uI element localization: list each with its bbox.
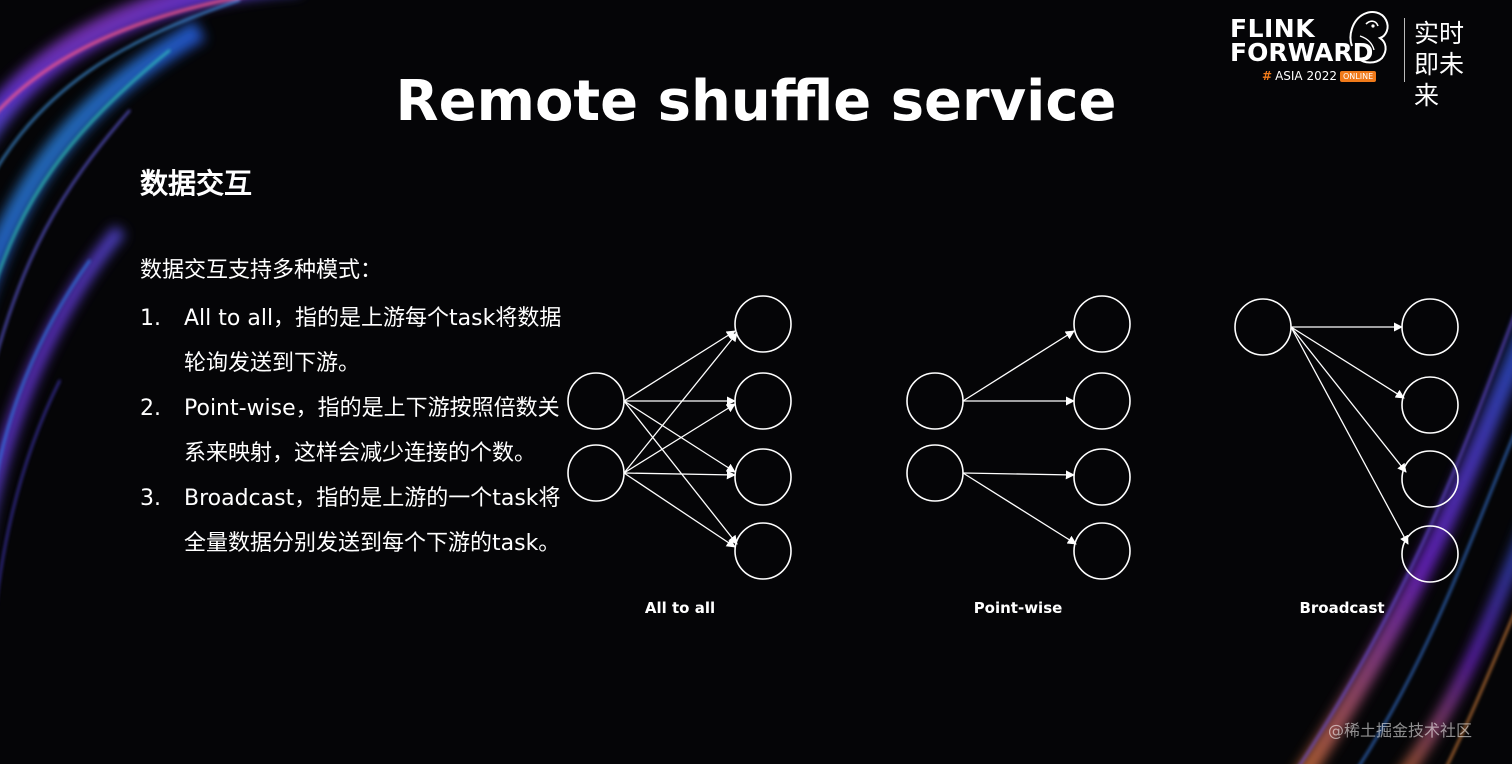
upstream-node bbox=[567, 372, 625, 430]
downstream-node bbox=[1073, 295, 1131, 353]
logo-slogan: 实时即未来 bbox=[1414, 19, 1465, 110]
logo-edition-text: ASIA 2022 bbox=[1275, 69, 1337, 83]
logo-line-forward: FORWARD bbox=[1230, 38, 1374, 67]
upstream-node bbox=[906, 372, 964, 430]
squirrel-icon bbox=[1349, 11, 1389, 64]
list-item-text: All to all，指的是上游每个task将数据轮询发送到下游。 bbox=[184, 306, 562, 376]
downstream-node bbox=[1401, 298, 1459, 356]
mode-list: 1. All to all，指的是上游每个task将数据轮询发送到下游。 2. … bbox=[140, 296, 570, 566]
downstream-node bbox=[734, 295, 792, 353]
upstream-node bbox=[567, 444, 625, 502]
watermark: @稀土掘金技术社区 bbox=[1328, 721, 1473, 740]
list-item-number: 2. bbox=[140, 396, 161, 421]
downstream-node bbox=[1073, 522, 1131, 580]
logo-hash: # bbox=[1262, 69, 1273, 83]
list-item-number: 1. bbox=[140, 306, 161, 331]
list-item-text: Broadcast，指的是上游的一个task将全量数据分别发送到每个下游的tas… bbox=[184, 486, 561, 556]
downstream-node bbox=[1401, 450, 1459, 508]
downstream-node bbox=[1401, 525, 1459, 583]
logo-online-badge: ONLINE bbox=[1340, 71, 1377, 82]
downstream-node bbox=[1401, 376, 1459, 434]
broadcast-label: Broadcast bbox=[1299, 599, 1384, 617]
downstream-node bbox=[734, 372, 792, 430]
downstream-node bbox=[734, 448, 792, 506]
broadcast-diagram: Broadcast bbox=[1234, 298, 1459, 617]
downstream-node bbox=[734, 522, 792, 580]
downstream-node bbox=[1073, 448, 1131, 506]
list-item-text: Point-wise，指的是上下游按照倍数关系来映射，这样会减少连接的个数。 bbox=[184, 396, 560, 466]
section-heading: 数据交互 bbox=[140, 167, 253, 200]
logo-line-flink: FLINK bbox=[1230, 14, 1316, 43]
upstream-node bbox=[906, 444, 964, 502]
all-to-all-label: All to all bbox=[645, 599, 715, 617]
point-wise-diagram: Point-wise bbox=[906, 295, 1131, 617]
page-title: Remote shuffle service bbox=[395, 69, 1117, 134]
list-item-number: 3. bbox=[140, 486, 161, 511]
logo-divider bbox=[1404, 18, 1405, 82]
intro-text: 数据交互支持多种模式： bbox=[140, 258, 383, 283]
downstream-node bbox=[1073, 372, 1131, 430]
point-wise-label: Point-wise bbox=[974, 599, 1063, 617]
list-item: 3. Broadcast，指的是上游的一个task将全量数据分别发送到每个下游的… bbox=[140, 476, 570, 566]
upstream-node bbox=[1234, 298, 1292, 356]
list-item: 2. Point-wise，指的是上下游按照倍数关系来映射，这样会减少连接的个数… bbox=[140, 386, 570, 476]
list-item: 1. All to all，指的是上游每个task将数据轮询发送到下游。 bbox=[140, 296, 570, 386]
all-to-all-diagram: All to all bbox=[567, 295, 792, 617]
